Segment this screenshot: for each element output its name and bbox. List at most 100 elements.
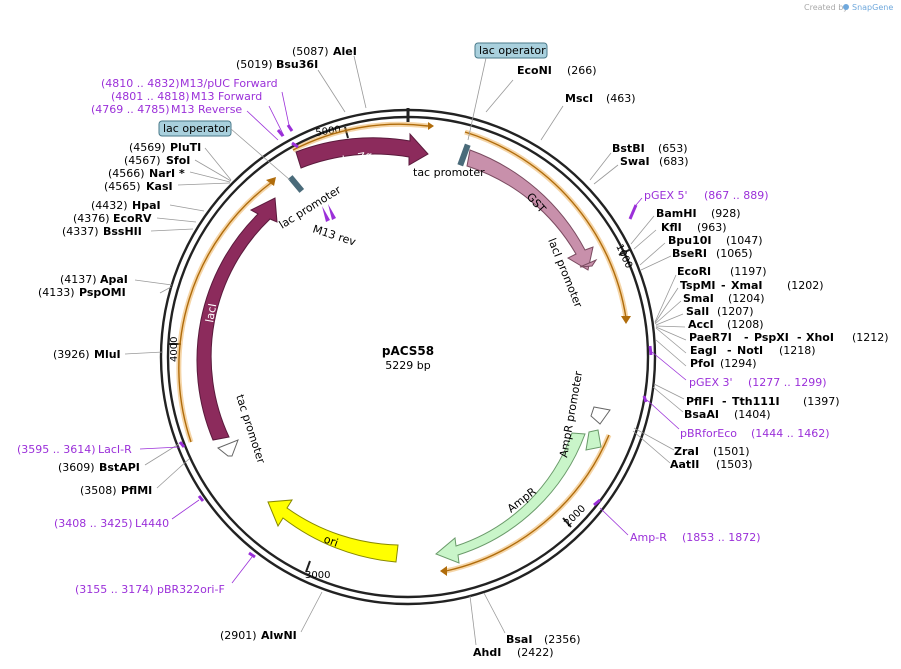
lacZa-arrow[interactable] xyxy=(295,132,429,169)
primer-label[interactable]: pBR322ori-F xyxy=(157,583,225,596)
enzyme-pos: (5019) xyxy=(236,58,273,71)
enzyme-pos: (1204) xyxy=(728,292,765,305)
primer-label[interactable]: pGEX 3' xyxy=(689,376,733,389)
enzyme-name[interactable]: PfoI xyxy=(690,357,715,370)
enzyme-name[interactable]: XhoI xyxy=(806,331,834,344)
tick-label-3000: 3000 xyxy=(305,570,330,581)
enzyme-name[interactable]: ZraI xyxy=(674,445,699,458)
enzyme-pos: (3926) xyxy=(53,348,90,361)
thrombin-site-marker xyxy=(579,258,598,268)
primer-label[interactable]: L4440 xyxy=(135,517,169,530)
enzyme-name[interactable]: BsaAI xyxy=(684,408,719,421)
enzyme-pos: (3609) xyxy=(58,461,95,474)
enzymes-left: (5087) AleI (5019) Bsu36I (4569) PluTI (… xyxy=(38,45,367,642)
enzyme-pos: (463) xyxy=(606,92,636,105)
tick-5000 xyxy=(344,126,349,139)
enzyme-name[interactable]: Tth111I xyxy=(732,395,780,408)
orf-arc-lacz-line xyxy=(292,123,429,151)
primer-label[interactable]: LacI-R xyxy=(98,443,132,456)
enzyme-name[interactable]: KasI xyxy=(146,180,173,193)
lacZa-label: lacZα xyxy=(341,149,373,167)
lac-operator-top-label: lac operator xyxy=(479,44,546,57)
enzyme-name[interactable]: HpaI xyxy=(132,199,161,212)
gst-arrow[interactable] xyxy=(466,149,594,271)
lac-operator-left-label: lac operator xyxy=(163,122,230,135)
ampr-promoter-arrow xyxy=(590,406,611,425)
enzyme-name[interactable]: AhdI xyxy=(473,646,501,659)
enzyme-name[interactable]: PspOMI xyxy=(79,286,126,299)
enzyme-pos: (1503) xyxy=(716,458,753,471)
primer-pos: (1277 .. 1299) xyxy=(748,376,827,389)
enzyme-pos: (4565) xyxy=(104,180,141,193)
ampr-arrow[interactable] xyxy=(435,432,586,564)
enzyme-name[interactable]: SalI xyxy=(686,305,709,318)
lac-promoter-label: lac promoter xyxy=(277,183,344,232)
primer-label[interactable]: M13/pUC Forward xyxy=(180,77,278,90)
enzyme-pos: (963) xyxy=(697,221,727,234)
enzyme-name[interactable]: EcoNI xyxy=(517,64,552,77)
enzyme-name[interactable]: EcoRI xyxy=(677,265,711,278)
enzyme-name[interactable]: AatII xyxy=(670,458,699,471)
enzyme-name[interactable]: SmaI xyxy=(683,292,714,305)
enzyme-name[interactable]: AleI xyxy=(333,45,357,58)
enzyme-suffix-dash: - xyxy=(797,331,802,344)
tick-label-1000: 1000 xyxy=(613,243,634,271)
enzyme-name[interactable]: ApaI xyxy=(100,273,128,286)
primer-pos: (4810 .. 4832) xyxy=(101,77,180,90)
enzyme-name[interactable]: BamHI xyxy=(656,207,697,220)
primer-pos: (867 .. 889) xyxy=(704,189,769,202)
enzyme-name[interactable]: PflFI xyxy=(686,395,714,408)
enzyme-pos: (4567) xyxy=(124,154,161,167)
enzyme-name[interactable]: Bpu10I xyxy=(668,234,712,247)
plasmid-name: pACS58 xyxy=(382,344,434,358)
orf-arrowhead-gst xyxy=(621,316,631,324)
enzyme-name[interactable]: AccI xyxy=(688,318,714,331)
enzyme-name[interactable]: PluTI xyxy=(170,141,201,154)
enzyme-name[interactable]: AlwNI xyxy=(261,629,297,642)
ampr-promoter-box xyxy=(585,429,602,451)
enzyme-name[interactable]: BseRI xyxy=(672,247,707,260)
enzyme-name[interactable]: XmaI xyxy=(731,279,762,292)
enzyme-name[interactable]: PflMI xyxy=(121,484,152,497)
enzyme-pos: (1197) xyxy=(730,265,767,278)
enzyme-name[interactable]: EagI xyxy=(690,344,717,357)
plasmid-length: 5229 bp xyxy=(385,359,430,372)
enzyme-suffix-dash: - xyxy=(722,395,727,408)
primer-label[interactable]: pBRforEco xyxy=(680,427,737,440)
enzyme-name[interactable]: NotI xyxy=(737,344,763,357)
snapgene-logo-icon xyxy=(843,4,849,10)
primer-pos: (3408 .. 3425) xyxy=(54,517,133,530)
enzymes-right: EcoNI (266) MscI (463) BstBI (653) SwaI … xyxy=(469,64,889,659)
enzyme-name[interactable]: Bsu36I xyxy=(276,58,318,71)
enzyme-name[interactable]: SfoI xyxy=(166,154,190,167)
lac-operator-left-box xyxy=(158,120,232,137)
primer-label[interactable]: pGEX 5' xyxy=(644,189,688,202)
primer-label[interactable]: M13 Forward xyxy=(191,90,262,103)
enzyme-name[interactable]: BsaI xyxy=(506,633,532,646)
enzyme-name[interactable]: MscI xyxy=(565,92,593,105)
enzyme-pos: (5087) xyxy=(292,45,329,58)
lac-operator-top-leader xyxy=(467,57,487,141)
tick-label-5000: 5000 xyxy=(315,125,342,139)
enzyme-name[interactable]: BssHII xyxy=(103,225,142,238)
tick-2000 xyxy=(562,517,572,528)
ori-arrow[interactable] xyxy=(267,499,399,563)
orf-arrowhead-laci xyxy=(266,177,276,186)
enzyme-name[interactable]: TspMI xyxy=(680,279,716,292)
lac-operator-box xyxy=(287,175,305,193)
enzyme-name[interactable]: MluI xyxy=(94,348,121,361)
enzyme-name[interactable]: SwaI xyxy=(620,155,650,168)
enzyme-name[interactable]: BstBI xyxy=(612,142,645,155)
orf-arc-ampr-line xyxy=(445,434,610,572)
enzyme-pos: (2356) xyxy=(544,633,581,646)
enzyme-name[interactable]: EcoRV xyxy=(113,212,152,225)
enzyme-name[interactable]: KflI xyxy=(661,221,682,234)
primer-pos: (1444 .. 1462) xyxy=(751,427,830,440)
enzyme-name[interactable]: PaeR7I xyxy=(689,331,732,344)
lacI-arrow[interactable] xyxy=(196,197,278,441)
primer-label[interactable]: Amp-R xyxy=(630,531,667,544)
enzyme-name[interactable]: NarI * xyxy=(149,167,185,180)
primer-label[interactable]: M13 Reverse xyxy=(171,103,242,116)
enzyme-name[interactable]: PspXI xyxy=(754,331,789,344)
enzyme-name[interactable]: BstAPI xyxy=(99,461,140,474)
